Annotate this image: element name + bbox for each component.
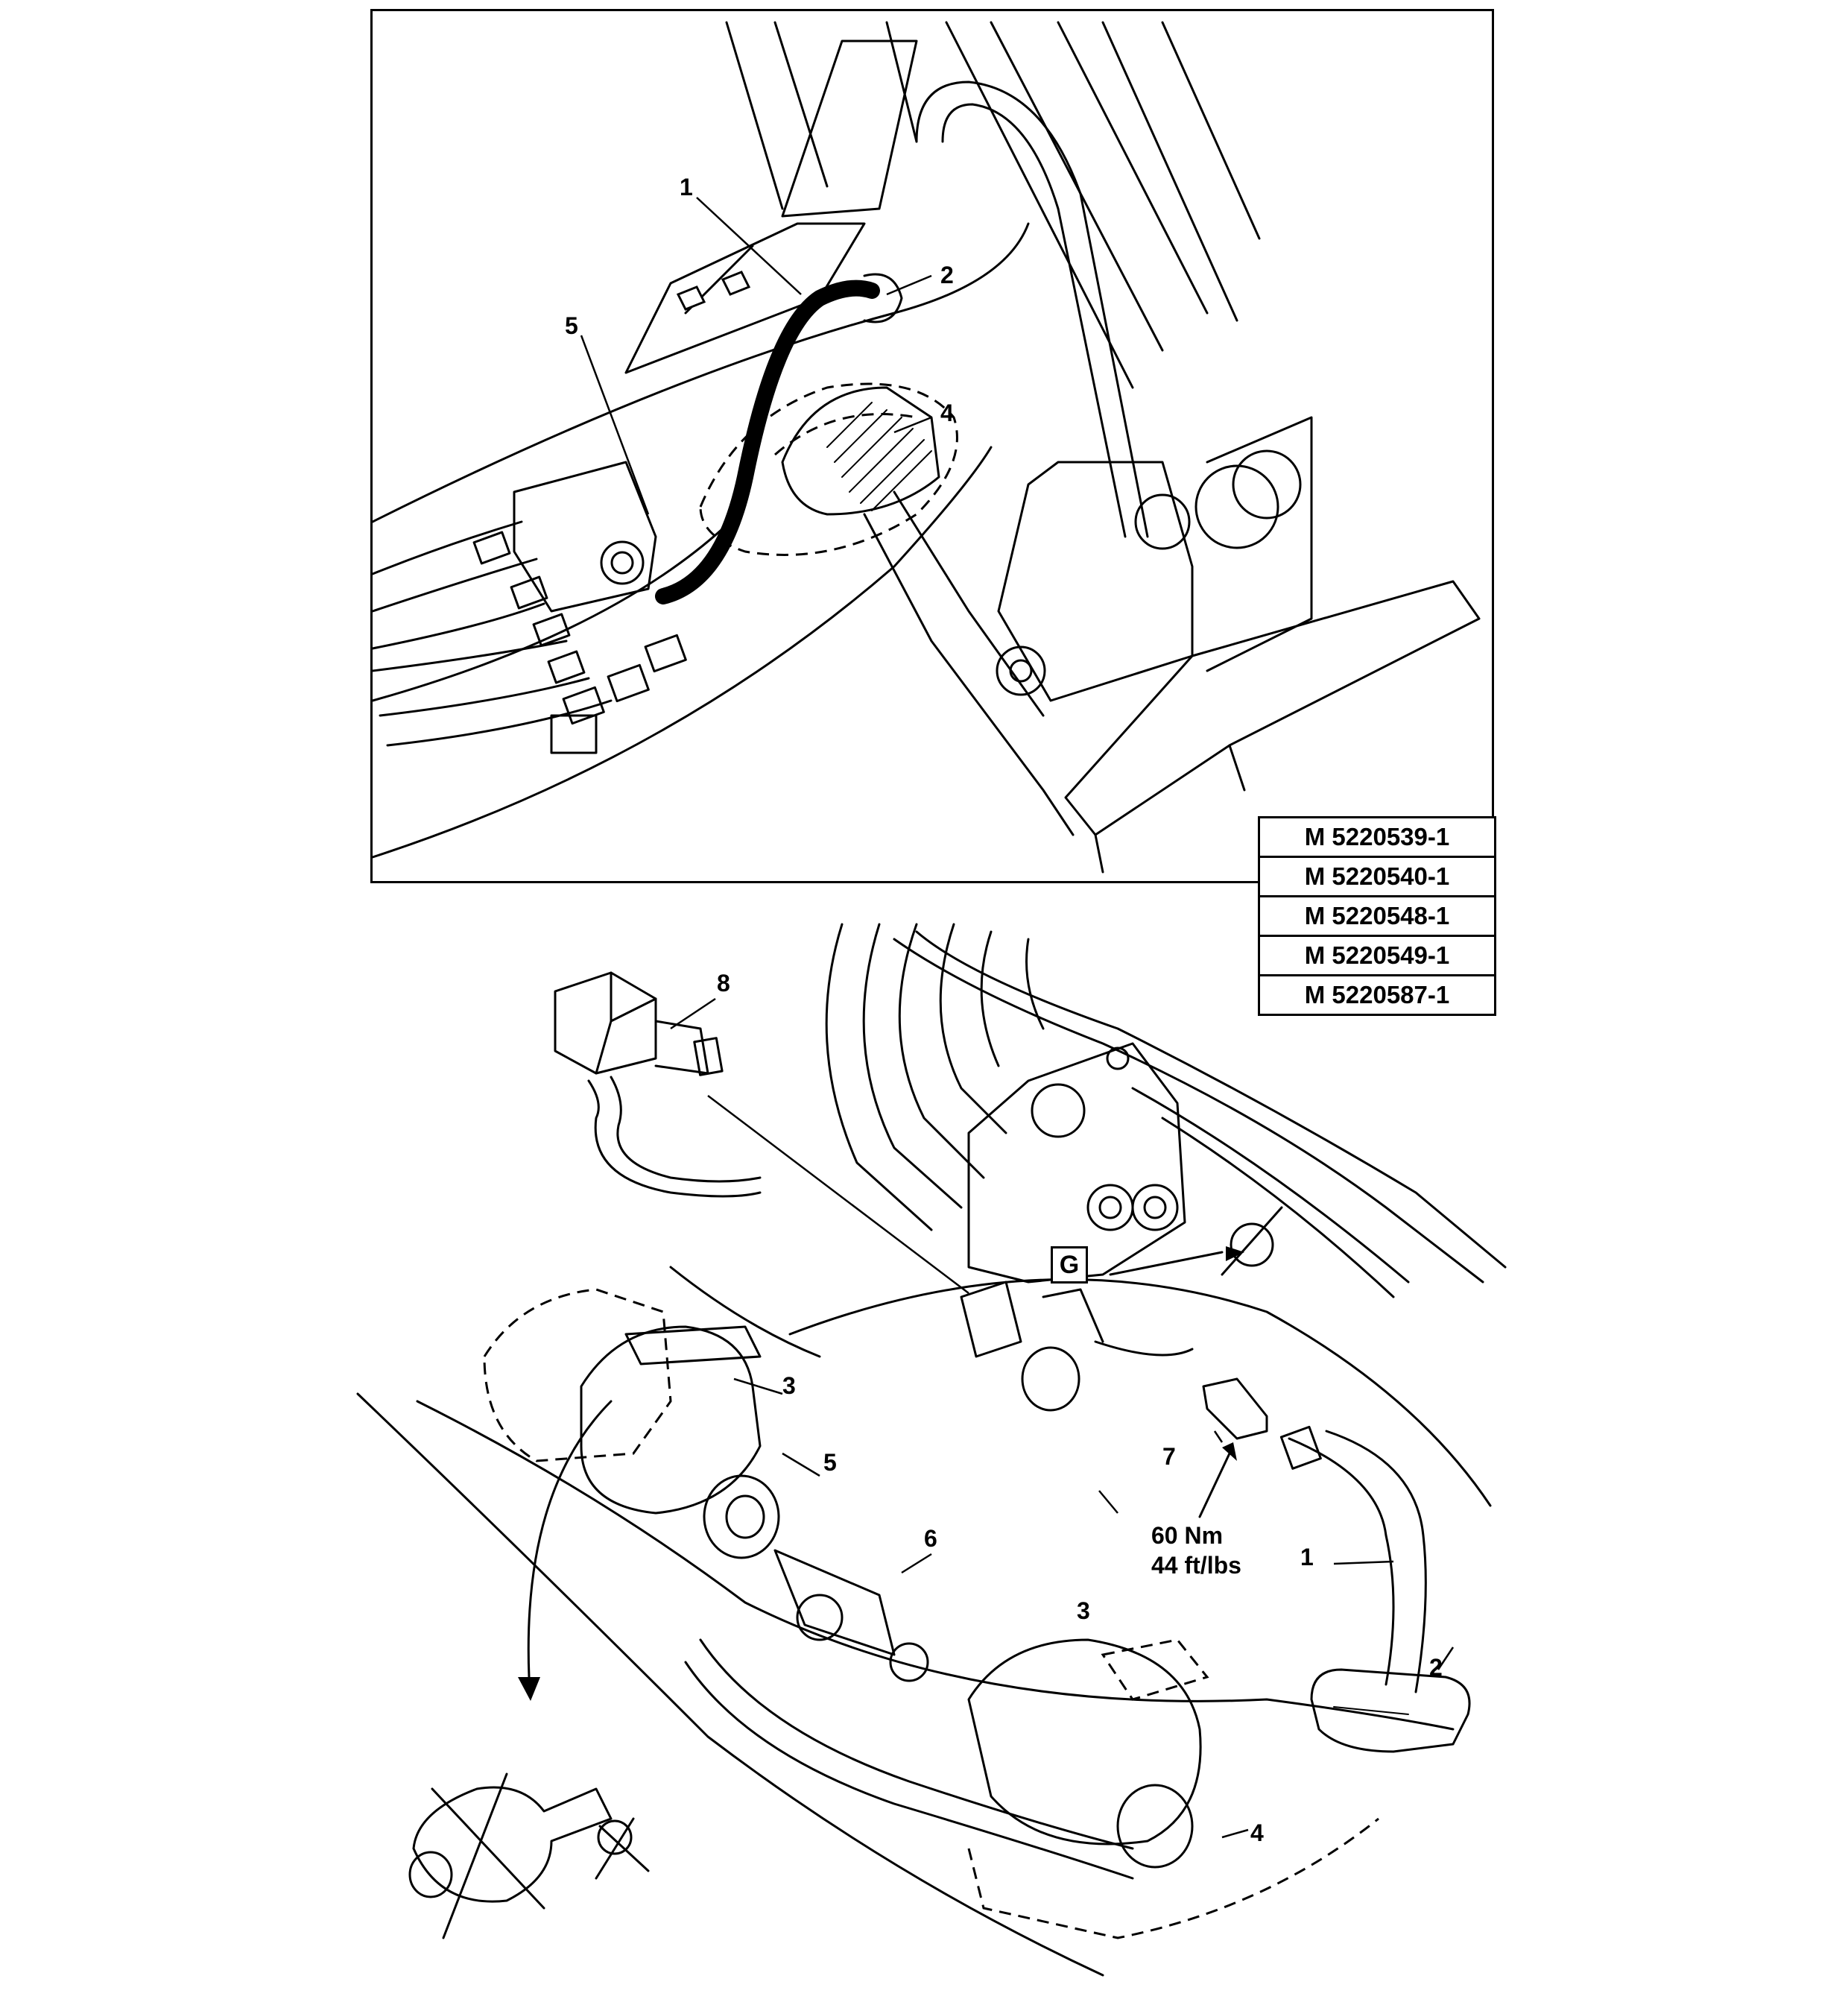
callout-5-top: 5 [565, 312, 578, 339]
part-number: M 5220539-1 [1260, 818, 1494, 858]
callout-1-top: 1 [680, 174, 693, 201]
callout-3-lower: 3 [1077, 1597, 1090, 1624]
callout-8: 8 [717, 970, 730, 997]
torque-nm: 60 Nm [1151, 1522, 1224, 1549]
callout-5-bottom: 5 [823, 1449, 837, 1476]
part-number: M 5220549-1 [1260, 937, 1494, 976]
callout-4-bottom: 4 [1250, 1819, 1264, 1846]
callout-7: 7 [1162, 1443, 1176, 1470]
part-number: M 5220548-1 [1260, 897, 1494, 937]
callout-6: 6 [924, 1525, 937, 1552]
part-number: M 5220540-1 [1260, 858, 1494, 897]
part-number: M 5220587-1 [1304, 981, 1450, 1008]
callout-4-top: 4 [940, 400, 954, 426]
top-view-illustration [371, 21, 1481, 874]
bottom-view-illustration [356, 923, 1507, 1977]
torque-ftlbs: 44 ft/lbs [1151, 1552, 1241, 1579]
callout-3-upper: 3 [782, 1372, 796, 1399]
part-number-table: M 5220539-1 M 5220540-1 M 5220548-1 M 52… [1258, 816, 1496, 1016]
callout-2-bottom: 2 [1429, 1654, 1443, 1681]
torque-spec: 60 Nm 44 ft/lbs [1151, 1521, 1241, 1580]
detail-marker-g: G [1051, 1246, 1088, 1284]
callout-1-bottom: 1 [1300, 1544, 1314, 1570]
callout-2-top: 2 [940, 262, 954, 288]
top-view-frame [370, 9, 1494, 883]
